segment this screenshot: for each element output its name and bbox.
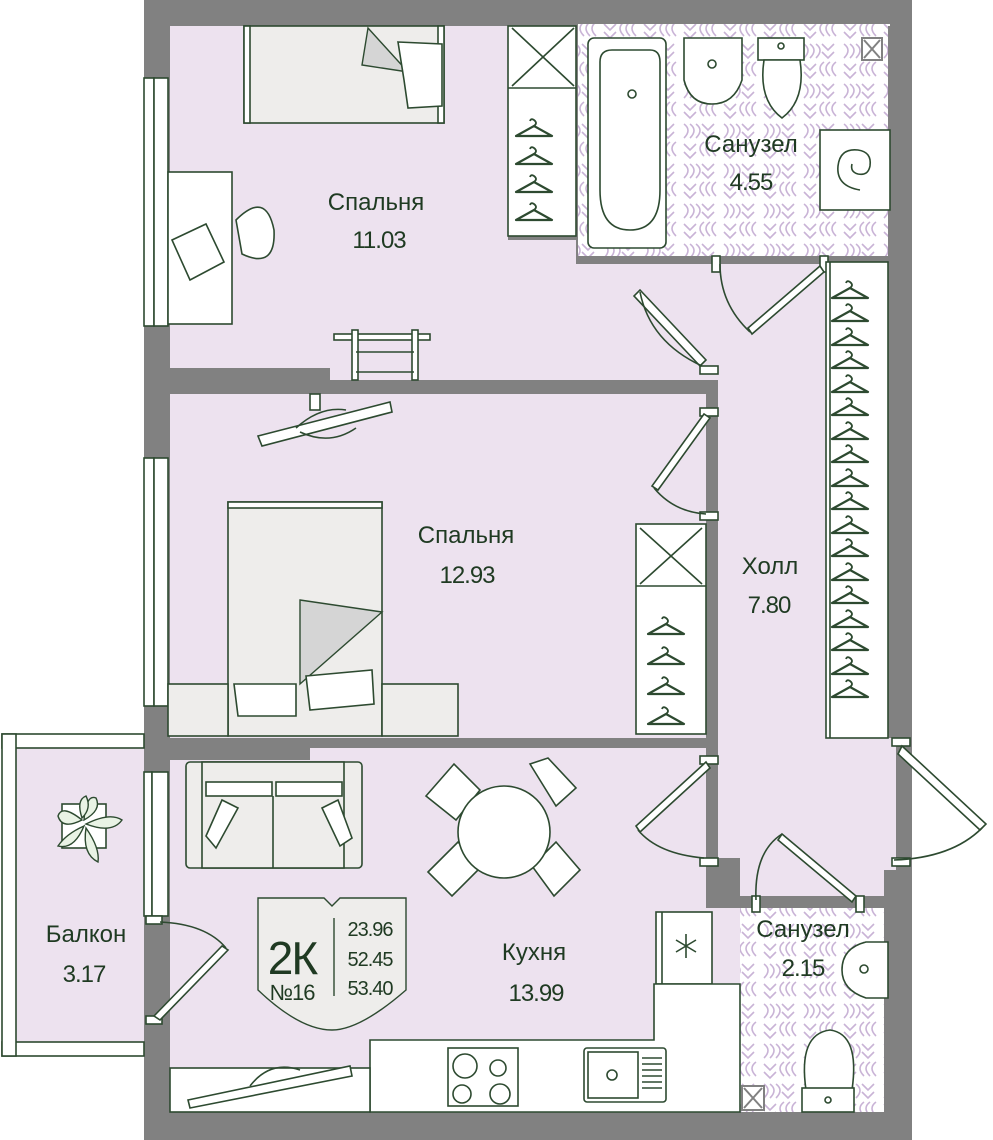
washing-machine	[819, 129, 891, 211]
tv-bedroom-2	[256, 393, 393, 447]
wardrobe-bedroom-1	[507, 25, 577, 237]
room-name: Санузел	[756, 916, 850, 943]
room-label-balcony: Балкон 3.17	[46, 921, 126, 988]
room-name: Холл	[742, 553, 799, 580]
badge-total-with-balcony: 53.40	[347, 978, 393, 1000]
desk	[167, 171, 275, 325]
toilet-bathroom-1	[757, 37, 805, 120]
badge-living-area: 23.96	[347, 919, 393, 941]
plant-icon	[56, 795, 123, 864]
sofa	[185, 761, 363, 869]
room-area: 7.80	[748, 592, 791, 619]
room-area: 11.03	[352, 227, 406, 254]
badge-type: 2К	[268, 932, 319, 984]
room-name: Спальня	[328, 189, 424, 216]
clothes-rack	[333, 329, 431, 381]
room-label-bedroom-1: Спальня 11.03	[328, 189, 424, 254]
tv-kitchen	[169, 1065, 371, 1113]
room-name: Спальня	[418, 522, 514, 549]
kitchen-counter	[369, 983, 741, 1113]
fridge	[655, 911, 713, 985]
toilet-bathroom-2	[801, 1029, 855, 1113]
badge-number: №16	[269, 980, 315, 1005]
badge-total-area: 52.45	[347, 949, 393, 971]
room-name: Балкон	[46, 921, 126, 948]
bathtub	[587, 37, 667, 249]
doors	[145, 255, 988, 1025]
sink-bathroom-2	[841, 941, 889, 999]
room-area: 3.17	[63, 961, 106, 988]
vent-icon-1	[861, 37, 883, 61]
bed-double	[167, 501, 459, 737]
sink-bathroom-1	[683, 37, 743, 105]
dining-table	[424, 757, 582, 898]
room-area: 13.99	[508, 980, 564, 1007]
room-area: 12.93	[439, 562, 495, 589]
apartment-badge: 2К №16 23.96 52.45 53.40	[257, 897, 407, 1031]
room-area: 4.55	[730, 169, 773, 196]
room-label-bathroom-2: Санузел 2.15	[756, 916, 850, 982]
windows	[1, 77, 169, 1057]
room-label-bathroom-1: Санузел 4.55	[704, 131, 798, 196]
wardrobe-bedroom-2	[635, 523, 707, 735]
room-label-hall: Холл 7.80	[742, 553, 799, 619]
wardrobe-hall	[825, 261, 889, 739]
room-area: 2.15	[782, 955, 825, 982]
room-label-bedroom-2: Спальня 12.93	[418, 522, 514, 589]
bed-single	[243, 25, 445, 124]
room-name: Санузел	[704, 131, 798, 158]
room-name: Кухня	[502, 939, 566, 966]
vent-icon-2	[741, 1085, 765, 1111]
interior-walls	[144, 26, 912, 1140]
room-label-kitchen: Кухня 13.99	[502, 939, 566, 1007]
